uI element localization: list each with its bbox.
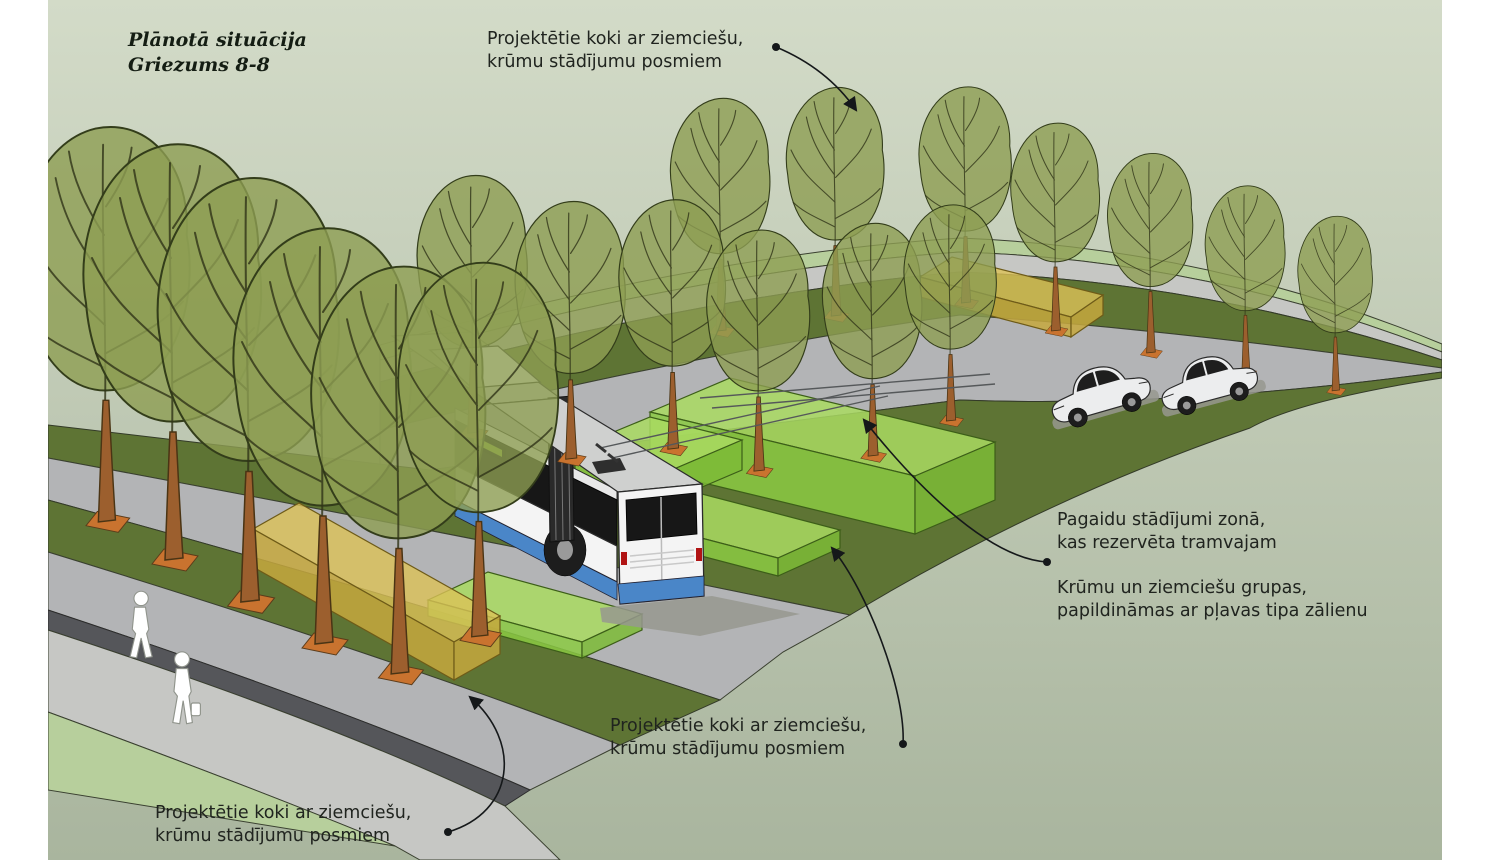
leader-top-trees [775,46,858,112]
annotation-shrub-groups: Krūmu un ziemciešu grupas, papildināmas … [1057,578,1368,621]
annotation-center-trees: Projektētie koki ar ziemciešu, krūmu stā… [610,716,867,759]
title-line1: Plānotā situācija [128,29,307,51]
trolley-poles [595,373,996,464]
drawing-title: Plānotā situācija Griezums 8-8 [128,28,307,78]
bike-path-near [47,711,396,847]
leader-left-trees [447,695,505,833]
left-margin [0,0,48,860]
right-margin [1442,0,1500,860]
annotation-bottom-left-trees: Projektētie koki ar ziemciešu, krūmu stā… [155,803,412,846]
title-line2: Griezums 8-8 [128,54,270,76]
leader-temporary-plantings [862,418,1048,563]
trolleybus-shadow [600,596,800,636]
annotation-temporary-plantings: Pagaidu stādījumi zonā, kas rezervēta tr… [1057,510,1277,553]
annotation-top-trees: Projektētie koki ar ziemciešu, krūmu stā… [487,29,744,72]
leader-center-trees [830,546,904,745]
leader-lines [444,43,1051,836]
pedestrian [129,590,153,659]
pedestrian [172,651,201,725]
